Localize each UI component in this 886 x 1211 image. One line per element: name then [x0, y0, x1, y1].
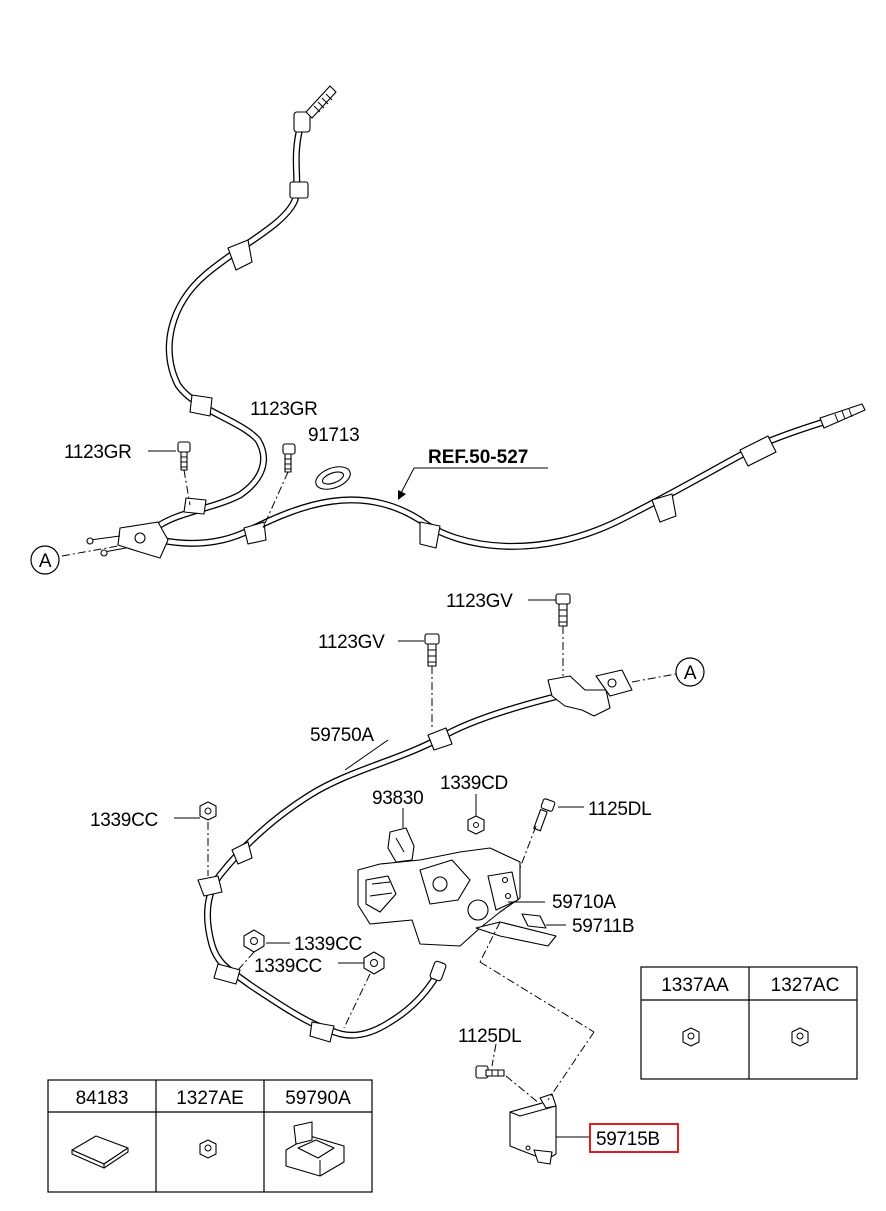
nut-1327ae-icon [199, 1139, 217, 1159]
bolt-1125dl-lower[interactable] [475, 1065, 505, 1079]
nut-1337aa-icon [682, 1027, 700, 1047]
ref-circle-a-right[interactable] [675, 657, 705, 687]
equalizer-bracket[interactable] [86, 521, 169, 559]
rear-cable-left[interactable] [156, 85, 337, 529]
table-left-header-84183: 84183 [76, 1088, 129, 1109]
label-1125dl-upper: 1125DL [588, 799, 651, 820]
grommet-91713[interactable] [313, 462, 354, 493]
label-59750a: 59750A [310, 725, 374, 746]
cable-59750a[interactable] [197, 688, 579, 1043]
ref-circle-a-left-label: A [39, 551, 52, 572]
clip-93830[interactable] [387, 827, 415, 863]
pin-59711b[interactable] [521, 913, 547, 929]
label-1339cc-mid: 1339CC [294, 934, 362, 955]
table-left-header-1327ae: 1327AE [176, 1088, 244, 1109]
table-left-header-59790a: 59790A [285, 1088, 351, 1109]
label-59710a: 59710A [552, 892, 616, 913]
label-93830: 93830 [372, 788, 423, 809]
lever-assembly-59710a[interactable] [357, 847, 557, 947]
bolt-1125dl-upper[interactable] [533, 798, 556, 832]
label-1123gr-right: 1123GR [250, 399, 318, 420]
label-1339cc-lower: 1339CC [254, 956, 322, 977]
nut-1327ac-icon [791, 1027, 809, 1047]
table-right-header-1337aa: 1337AA [661, 975, 729, 996]
bolt-1123gr-right[interactable] [282, 443, 296, 473]
label-1123gv-lower: 1123GV [318, 632, 385, 653]
ref-circle-a-left[interactable] [30, 545, 60, 575]
label-1339cd: 1339CD [440, 773, 508, 794]
label-1123gv-upper: 1123GV [446, 591, 513, 612]
label-91713: 91713 [308, 425, 359, 446]
cable-end-bracket[interactable] [547, 669, 633, 717]
parts-table-right [640, 966, 858, 1080]
label-59711b: 59711B [572, 916, 634, 937]
nut-1339cc-mid[interactable] [243, 929, 265, 953]
nut-1339cc-upper[interactable] [199, 801, 217, 821]
label-1123gr-left: 1123GR [64, 442, 132, 463]
rear-cable-right[interactable] [156, 403, 866, 550]
nut-1339cd[interactable] [467, 815, 485, 835]
switch-59790a-icon [285, 1121, 345, 1177]
label-1339cc-upper: 1339CC [90, 810, 158, 831]
bracket-59715b[interactable] [509, 1093, 557, 1165]
label-1125dl-lower: 1125DL [458, 1026, 521, 1047]
ref-circle-a-right-label: A [684, 663, 697, 684]
label-59715b: 59715B [596, 1129, 660, 1150]
bolt-1123gv-lower[interactable] [424, 633, 440, 667]
pad-84183-icon [71, 1135, 129, 1169]
table-right-header-1327ac: 1327AC [771, 975, 840, 996]
bolt-1123gr-left[interactable] [177, 441, 191, 471]
highlight-box-59715b[interactable] [589, 1123, 679, 1153]
nut-1339cc-lower[interactable] [363, 951, 385, 975]
label-ref-50-527[interactable]: REF.50-527 [428, 447, 528, 468]
bolt-1123gv-upper[interactable] [555, 593, 571, 627]
